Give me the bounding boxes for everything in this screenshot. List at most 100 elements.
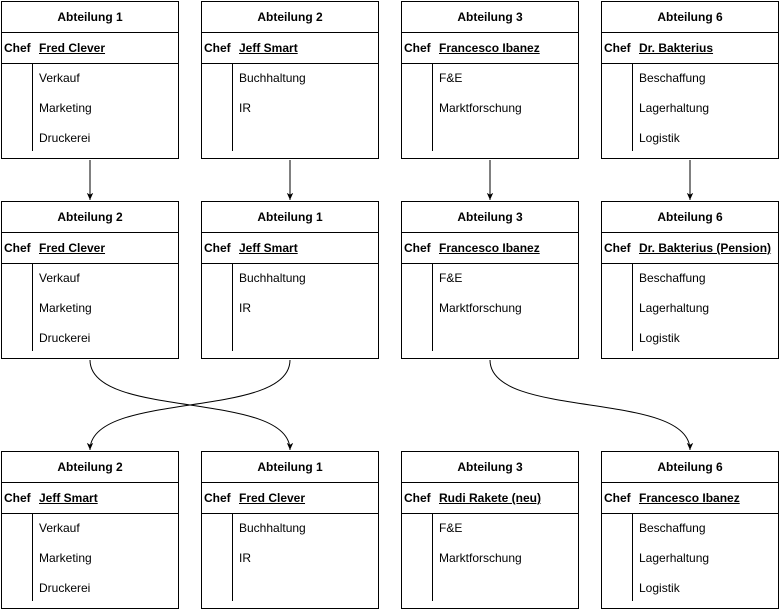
chef-label: Chef <box>604 41 631 55</box>
department-card[interactable]: Abteilung 6 Chef Dr. Bakterius (Pension) Be… <box>601 201 779 359</box>
divider-line <box>232 263 233 351</box>
divider-line <box>432 63 433 151</box>
task-item: Lagerhaltung <box>639 551 710 565</box>
chef-label: Chef <box>404 491 431 505</box>
task-item: Marktforschung <box>439 551 522 565</box>
chef-row: Chef Jeff Smart <box>2 483 178 514</box>
connector-arrow <box>86 359 291 451</box>
chef-row: Chef Francesco Ibanez <box>402 233 578 264</box>
task-item: Beschaffung <box>639 271 706 285</box>
department-tasks: F&E Marktforschung <box>439 513 522 573</box>
task-item: Marketing <box>39 301 92 315</box>
department-title: Abteilung 1 <box>202 202 378 233</box>
divider-line <box>232 63 233 151</box>
chef-name[interactable]: Jeff Smart <box>239 41 298 55</box>
divider-line <box>32 513 33 601</box>
task-item: Marktforschung <box>439 101 522 115</box>
task-item: Beschaffung <box>639 521 706 535</box>
chef-label: Chef <box>4 41 31 55</box>
task-item: Druckerei <box>39 131 91 145</box>
chef-label: Chef <box>404 241 431 255</box>
connector-arrow <box>89 359 294 451</box>
task-item: Marketing <box>39 101 92 115</box>
chef-name[interactable]: Dr. Bakterius (Pension) <box>639 241 772 255</box>
chef-name[interactable]: Francesco Ibanez <box>639 491 740 505</box>
task-item: Verkauf <box>39 71 80 85</box>
department-tasks: F&E Marktforschung <box>439 63 522 123</box>
department-title: Abteilung 6 <box>602 452 778 483</box>
task-item: F&E <box>439 71 463 85</box>
task-item: Verkauf <box>39 271 80 285</box>
department-title: Abteilung 2 <box>202 2 378 33</box>
chef-row: Chef Dr. Bakterius (Pension) <box>602 233 778 264</box>
chef-row: Chef Rudi Rakete (neu) <box>402 483 578 514</box>
task-item: Buchhaltung <box>239 271 306 285</box>
divider-line <box>632 263 633 351</box>
task-item: IR <box>239 551 251 565</box>
connector-arrow <box>489 359 694 451</box>
task-item: IR <box>239 301 251 315</box>
chef-name[interactable]: Jeff Smart <box>39 491 98 505</box>
task-item: F&E <box>439 521 463 535</box>
chef-row: Chef Fred Clever <box>2 33 178 64</box>
chef-name[interactable]: Rudi Rakete (neu) <box>439 491 542 505</box>
department-title: Abteilung 2 <box>2 202 178 233</box>
divider-line <box>232 513 233 601</box>
department-card[interactable]: Abteilung 3 Chef Rudi Rakete (neu) F&E Markt… <box>401 451 579 609</box>
chef-row: Chef Fred Clever <box>202 483 378 514</box>
department-title: Abteilung 1 <box>202 452 378 483</box>
task-item: Druckerei <box>39 331 91 345</box>
divider-line <box>432 513 433 601</box>
task-item: Verkauf <box>39 521 80 535</box>
chef-name[interactable]: Fred Clever <box>39 241 106 255</box>
task-item: Lagerhaltung <box>639 101 710 115</box>
task-item: Buchhaltung <box>239 71 306 85</box>
chef-name[interactable]: Jeff Smart <box>239 241 298 255</box>
department-title: Abteilung 1 <box>2 2 178 33</box>
chef-name[interactable]: Dr. Bakterius <box>639 41 714 55</box>
chef-label: Chef <box>204 241 231 255</box>
chef-label: Chef <box>404 41 431 55</box>
chef-row: Chef Fred Clever <box>2 233 178 264</box>
department-title: Abteilung 6 <box>602 202 778 233</box>
chef-label: Chef <box>204 491 231 505</box>
chef-name[interactable]: Francesco Ibanez <box>439 241 540 255</box>
task-item: Lagerhaltung <box>639 301 710 315</box>
department-title: Abteilung 3 <box>402 452 578 483</box>
task-item: Logistik <box>639 581 680 595</box>
task-item: Marketing <box>39 551 92 565</box>
chef-name[interactable]: Fred Clever <box>39 41 106 55</box>
chef-row: Chef Francesco Ibanez <box>402 33 578 64</box>
task-item: F&E <box>439 271 463 285</box>
chef-label: Chef <box>604 491 631 505</box>
department-tasks: F&E Marktforschung <box>439 263 522 323</box>
department-title: Abteilung 2 <box>2 452 178 483</box>
task-item: Marktforschung <box>439 301 522 315</box>
task-item: IR <box>239 101 251 115</box>
chef-name[interactable]: Fred Clever <box>239 491 306 505</box>
chef-label: Chef <box>4 241 31 255</box>
divider-line <box>32 263 33 351</box>
chef-label: Chef <box>4 491 31 505</box>
chef-name[interactable]: Francesco Ibanez <box>439 41 540 55</box>
department-title: Abteilung 6 <box>602 2 778 33</box>
chef-label: Chef <box>604 241 631 255</box>
